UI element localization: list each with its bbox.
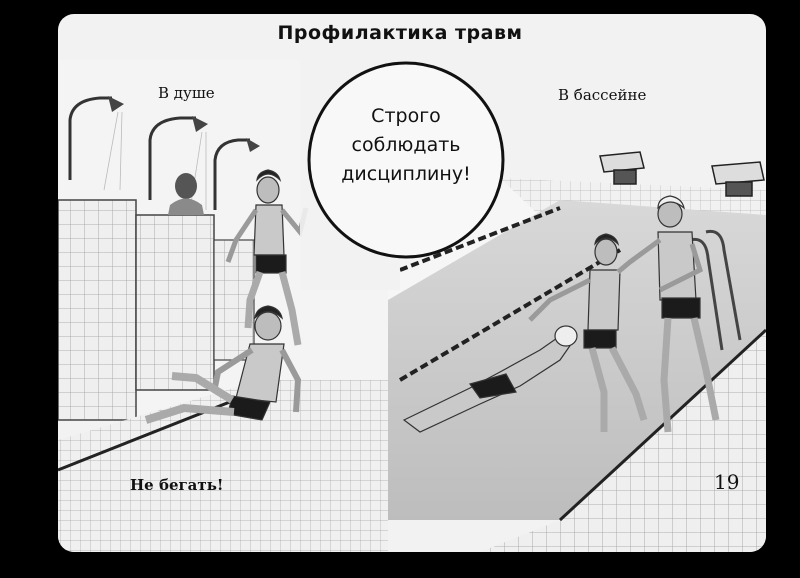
warning-text: Строго соблюдать дисциплину!: [318, 102, 494, 189]
page-number: 19: [714, 470, 740, 494]
warning-line-3: дисциплину!: [341, 163, 471, 185]
no-running-caption: Не бегать!: [130, 476, 224, 494]
warning-line-2: соблюдать: [351, 134, 461, 156]
warning-line-1: Строго: [371, 105, 441, 127]
shower-label: В душе: [158, 84, 215, 102]
pool-label: В бассейне: [558, 86, 647, 104]
pool-scene: [388, 151, 766, 552]
slide-title: Профилактика травм: [277, 22, 523, 44]
fallen-boy: [144, 305, 302, 424]
swimmer: [402, 325, 578, 433]
running-boy: [225, 169, 309, 346]
warning-circle: [307, 61, 505, 259]
pushing-boys: [528, 195, 720, 433]
